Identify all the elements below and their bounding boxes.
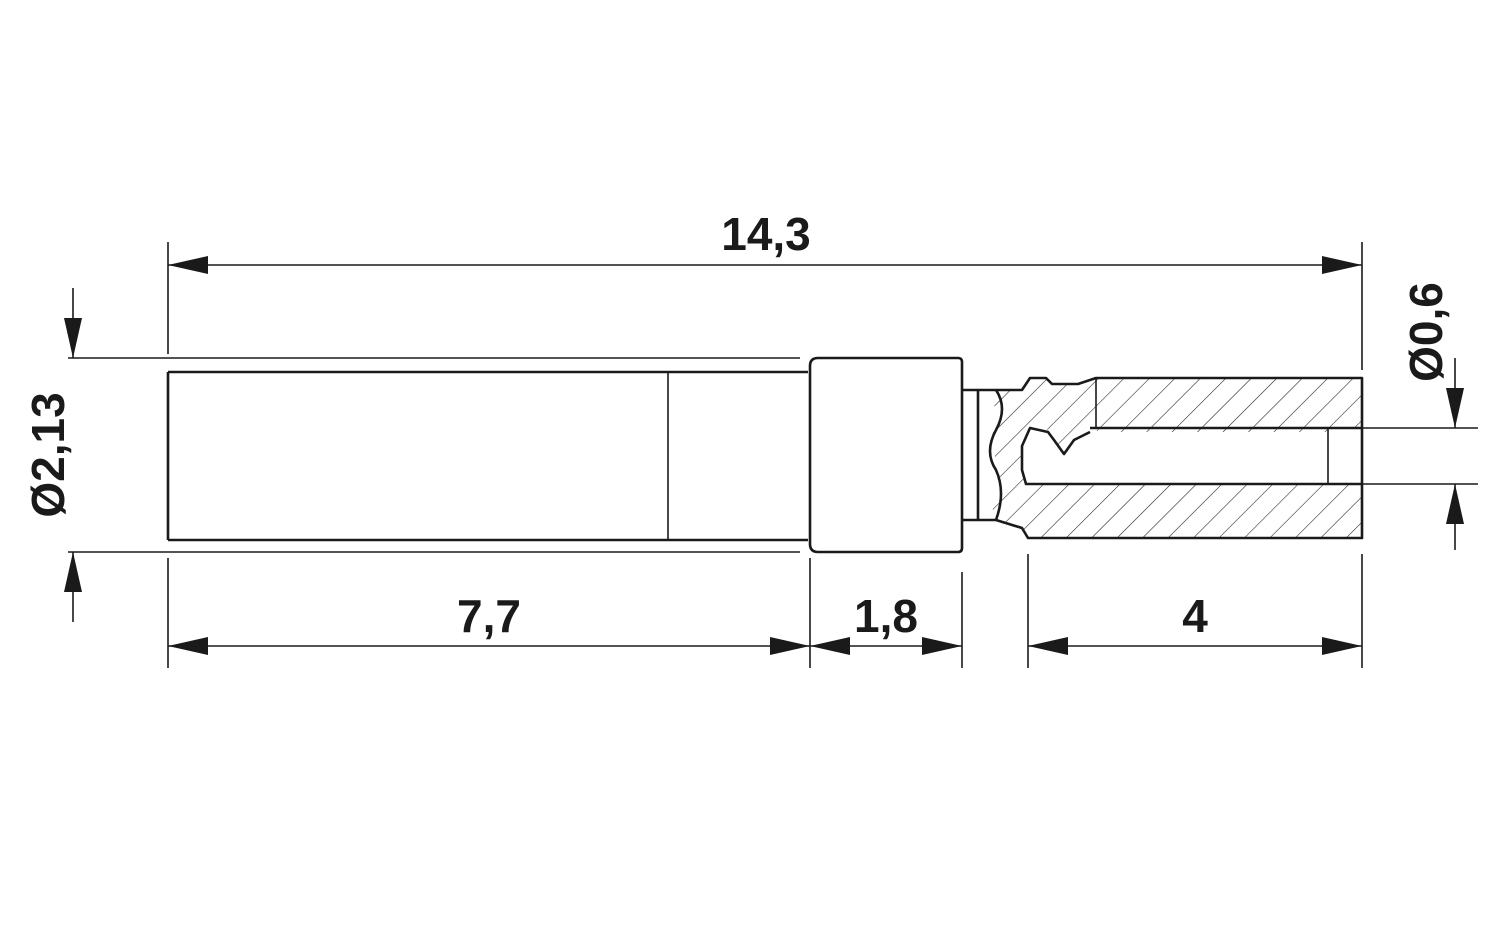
dimension-bore-diameter [1446,358,1464,550]
pin-outline [995,376,1364,540]
neck [962,388,996,522]
pin-section [988,376,1364,540]
bore-diameter-label: Ø0,6 [1400,282,1452,382]
collar [808,356,964,554]
dimension-overall [168,256,1362,274]
pin-bore [1020,428,1362,484]
pin-upper-wall [990,378,1362,538]
dimension-pin [1028,637,1362,655]
contact-pin-part [166,356,1364,554]
pin-profile-curve [988,389,1004,521]
pin-length-label: 4 [1182,590,1208,642]
dimension-collar [810,637,962,655]
outer-diameter-label: Ø2,13 [22,392,74,517]
extension-lines [68,242,1478,668]
dimension-crimp-section [168,637,810,655]
bore-outline [1020,426,1362,486]
crimp-section-length-label: 7,7 [457,590,521,642]
overall-length-label: 14,3 [721,208,811,260]
collar-length-label: 1,8 [854,590,918,642]
crimp-sleeve-body [166,370,808,542]
dimension-outer-diameter [64,288,82,622]
